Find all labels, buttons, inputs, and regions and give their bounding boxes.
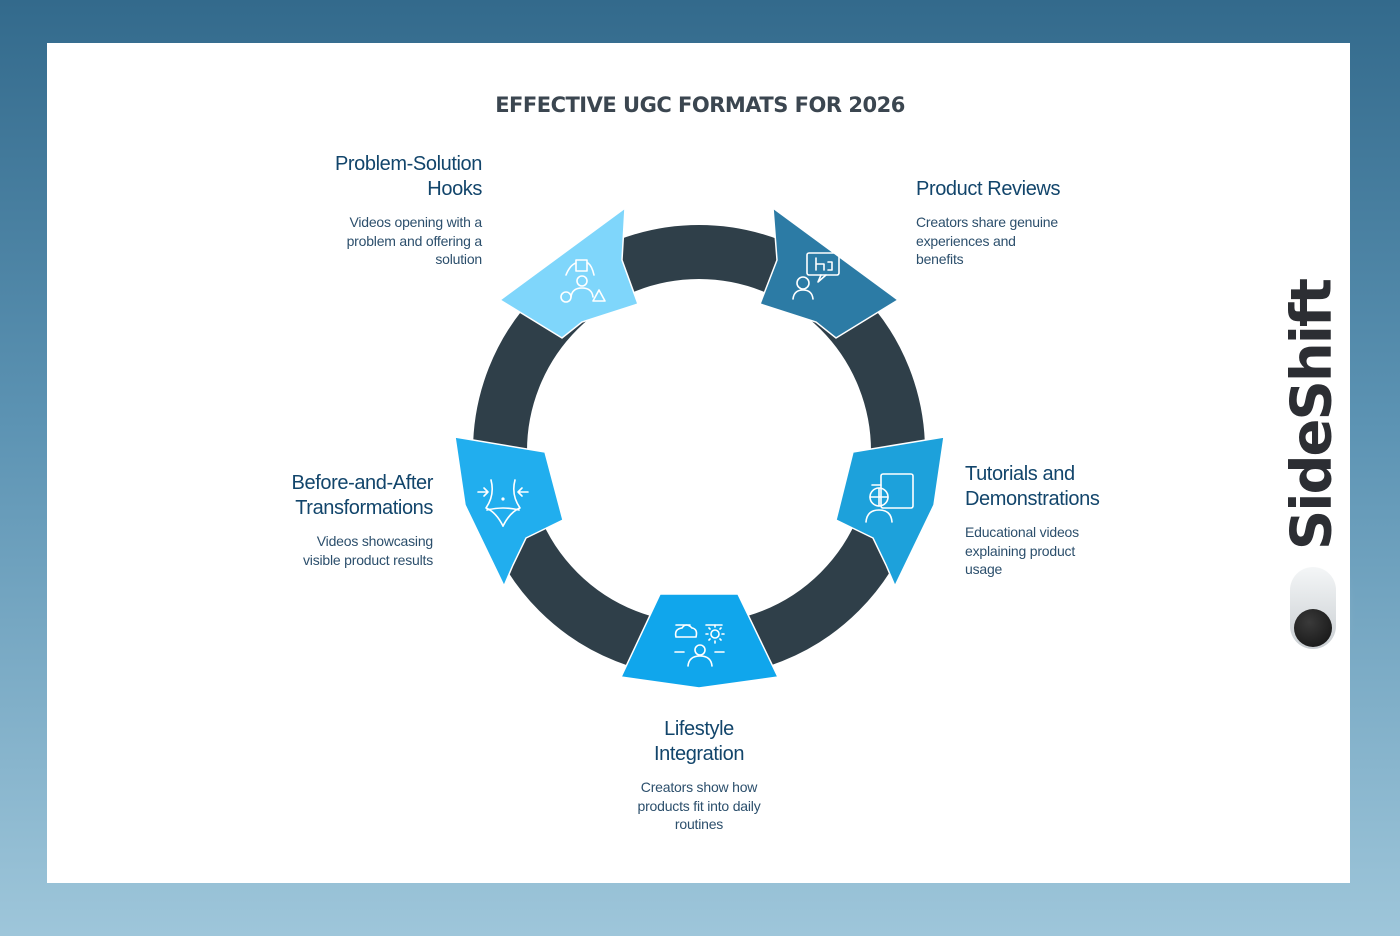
segment-tutorials xyxy=(835,436,945,588)
desc-lifestyle: Creators show how products fit into dail… xyxy=(599,778,799,834)
brand-toggle-icon xyxy=(1290,567,1336,649)
heading-line: Transformations xyxy=(295,497,433,519)
desc-line: benefits xyxy=(916,251,964,267)
desc-line: Creators share genuine xyxy=(916,214,1058,230)
desc-line: products fit into daily xyxy=(637,797,761,814)
desc-product-reviews: Creators share genuine experiences and b… xyxy=(916,213,1116,269)
desc-line: Educational videos xyxy=(965,524,1079,540)
label-before-after: Before-and-After Transformations Videos … xyxy=(233,471,434,569)
desc-line: experiences and xyxy=(916,232,1016,249)
heading-line: Lifestyle xyxy=(664,718,734,740)
body-transformation-icon xyxy=(477,479,529,527)
desc-tutorials: Educational videos explaining product us… xyxy=(965,523,1165,579)
heading-product-reviews: Product Reviews xyxy=(916,178,1061,200)
diagram-title: EFFECTIVE UGC FORMATS FOR 2026 xyxy=(495,93,905,117)
heading-line: Demonstrations xyxy=(965,488,1100,510)
desc-line: usage xyxy=(965,561,1003,577)
segment-before-after xyxy=(454,436,564,588)
heading-tutorials: Tutorials and Demonstrations xyxy=(965,462,1165,512)
label-lifestyle: Lifestyle Integration Creators show how … xyxy=(599,717,799,834)
heading-line: Hooks xyxy=(427,178,482,200)
heading-problem-solution: Problem-Solution Hooks xyxy=(282,152,482,202)
review-chat-icon xyxy=(792,252,840,300)
presenter-board-icon xyxy=(865,473,914,523)
desc-line: Videos opening with a xyxy=(349,214,482,230)
segment-product-reviews xyxy=(759,206,900,339)
person-weather-icon xyxy=(674,624,725,667)
heading-lifestyle: Lifestyle Integration xyxy=(599,717,799,767)
heading-line: Problem-Solution xyxy=(334,153,482,175)
desc-line: routines xyxy=(674,816,724,832)
brand-logo: SideShift xyxy=(1279,270,1345,560)
desc-problem-solution: Videos opening with a problem and offeri… xyxy=(282,213,483,269)
heading-line: Tutorials and xyxy=(965,463,1075,485)
desc-line: problem and offering a xyxy=(346,232,483,249)
segment-lifestyle xyxy=(619,593,780,689)
label-problem-solution: Problem-Solution Hooks Videos opening wi… xyxy=(282,152,482,269)
desc-line: Creators show how xyxy=(640,779,758,795)
desc-before-after: Videos showcasing visible product result… xyxy=(233,532,433,569)
segment-problem-solution xyxy=(498,206,639,339)
desc-line: solution xyxy=(435,251,482,267)
content-card xyxy=(47,43,1350,883)
heading-before-after: Before-and-After Transformations xyxy=(233,471,434,521)
brand-wordmark: SideShift xyxy=(1279,279,1345,551)
shapes-person-icon xyxy=(560,259,606,303)
heading-line: Integration xyxy=(653,743,745,765)
toggle-knob xyxy=(1294,609,1332,647)
desc-line: explaining product xyxy=(965,542,1076,559)
desc-line: Videos showcasing xyxy=(316,533,433,549)
desc-line: visible product results xyxy=(302,551,433,568)
label-tutorials: Tutorials and Demonstrations Educational… xyxy=(965,462,1165,579)
heading-line: Before-and-After xyxy=(291,472,434,494)
label-product-reviews: Product Reviews Creators share genuine e… xyxy=(916,177,1116,269)
